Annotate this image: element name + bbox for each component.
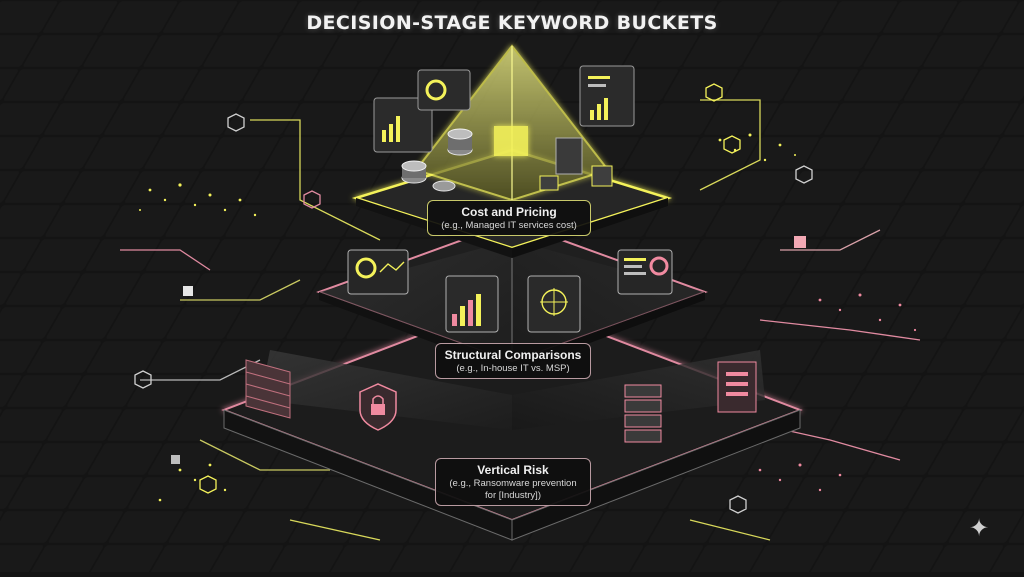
- hexagon-nodes: [134, 83, 813, 514]
- floating-chart-panels: [373, 65, 635, 153]
- label-structural-comparisons: Structural Comparisons (e.g., In-house I…: [435, 343, 591, 379]
- server-icon: [624, 361, 757, 443]
- cube-node: [171, 455, 180, 464]
- firewall-icon: [245, 359, 291, 419]
- tier-example-line2: for [Industry]): [485, 490, 541, 501]
- diagram-title: DECISION-STAGE KEYWORD BUCKETS: [306, 12, 718, 34]
- cube-node: [183, 286, 193, 296]
- shield-lock-icon: [359, 383, 397, 431]
- sparkle-icon: ✦: [968, 515, 990, 542]
- circuit-traces: [120, 99, 921, 541]
- coin-stack-icon: [401, 128, 473, 192]
- server-icon: [539, 137, 613, 191]
- tier-example: (e.g., In-house IT vs. MSP): [456, 363, 570, 374]
- label-cost-and-pricing: Cost and Pricing (e.g., Managed IT servi…: [427, 200, 591, 236]
- tier-name: Structural Comparisons: [444, 348, 582, 362]
- label-vertical-risk: Vertical Risk (e.g., Ransomware preventi…: [435, 458, 591, 506]
- tier-example-line1: (e.g., Ransomware prevention: [449, 478, 577, 489]
- tier-name: Vertical Risk: [477, 463, 549, 477]
- cube-node: [794, 236, 806, 248]
- tier-example: (e.g., Managed IT services cost): [441, 220, 577, 231]
- particle-streams: [139, 133, 796, 502]
- dashboard-icon: [347, 249, 673, 333]
- tier-vertical-risk: [221, 298, 803, 541]
- tier-name: Cost and Pricing: [461, 205, 557, 219]
